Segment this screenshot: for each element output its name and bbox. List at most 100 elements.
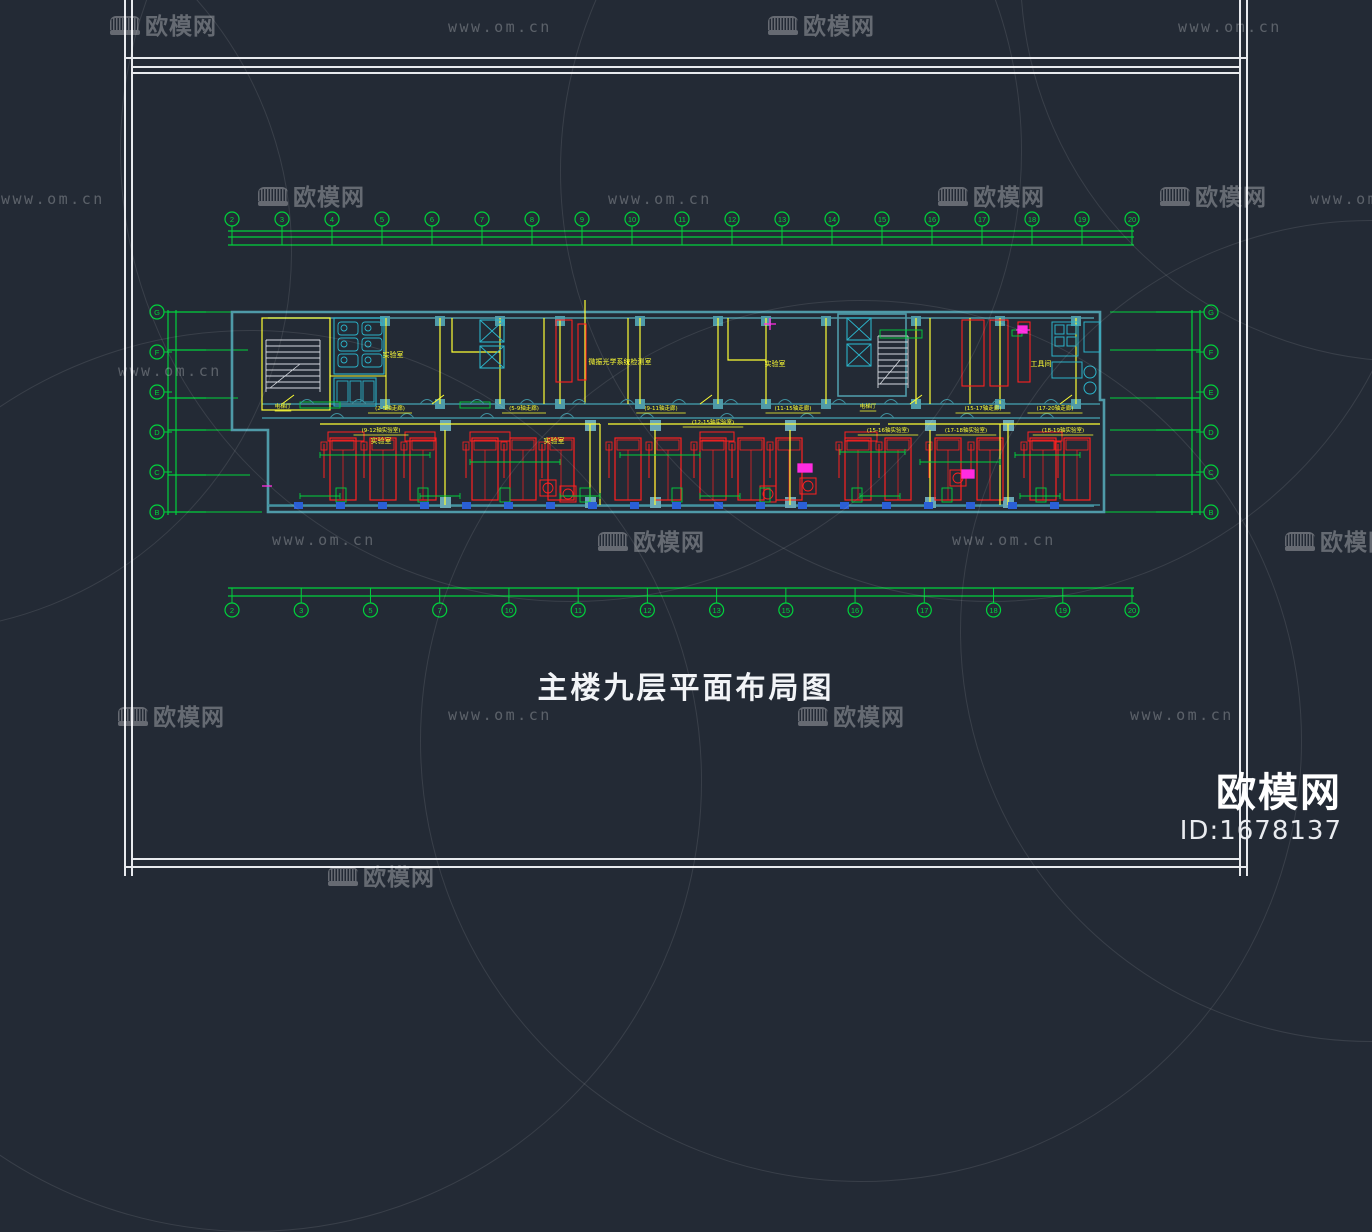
room-label: 实验室	[544, 436, 565, 445]
grid-bubble-label: 5	[368, 606, 372, 615]
grid-bubble-label: 2	[230, 606, 234, 615]
room-label: 实验室	[371, 436, 392, 445]
door-swing	[519, 399, 535, 405]
grid-bubble-label: 8	[530, 215, 534, 224]
floor-marker	[546, 502, 555, 509]
door-swing	[799, 413, 815, 419]
left-dimension-grid	[167, 310, 206, 515]
brand-name: 欧模网	[1216, 770, 1342, 816]
room-label: 实验室	[765, 359, 786, 368]
floor-marker	[378, 502, 387, 509]
grid-bubble-label: 16	[928, 215, 936, 224]
floor-marker	[588, 502, 597, 509]
grid-bubble-label: 17	[920, 606, 928, 615]
drawing-border-outer	[124, 0, 1248, 876]
door-swing	[671, 399, 687, 405]
left-toilet-fixtures	[329, 317, 387, 410]
grid-bubble-label: 18	[989, 606, 997, 615]
floor-marker	[630, 502, 639, 509]
door-swing	[399, 413, 415, 419]
drawing-border-bottom	[131, 858, 1241, 860]
grid-bubble-label: 12	[643, 606, 651, 615]
floor-marker	[714, 502, 723, 509]
grid-bubble-label: B	[154, 508, 159, 517]
dimension-tag: (5-9轴走廊)	[509, 404, 539, 412]
drawing-border-top	[124, 57, 1248, 59]
dimension-tag: (17-18轴实验室)	[945, 426, 987, 434]
dimension-tag: (9-12轴实验室)	[362, 426, 401, 434]
door-swing	[479, 413, 495, 419]
grid-bubble-label: F	[155, 348, 160, 357]
top-dimension-grid	[228, 230, 1134, 246]
grid-bubble-label: 11	[678, 215, 686, 224]
door-swing-arcs	[281, 394, 1073, 419]
door-swing	[879, 413, 895, 419]
grid-bubble-label: 2	[230, 215, 234, 224]
left-stair-core	[261, 317, 331, 411]
grid-bubble-label: G	[1208, 308, 1214, 317]
grid-bubble-label: 7	[480, 215, 484, 224]
door-swing	[959, 413, 975, 419]
grid-bubble-label: 6	[430, 215, 434, 224]
lab-bench-group	[320, 319, 1091, 503]
room-label: 实验室	[383, 350, 404, 359]
dimension-tag: 电梯厅	[275, 402, 292, 410]
room-labels: 实验室微振光学系统检测室实验室工具间实验室实验室	[371, 350, 1052, 445]
grid-bubble-label: 17	[978, 215, 986, 224]
door-swing	[351, 399, 367, 405]
door-swing	[777, 399, 793, 405]
grid-bubble-label: 16	[851, 606, 859, 615]
elevator-shafts	[479, 313, 907, 397]
door-swing	[991, 399, 1007, 405]
magenta-accents	[262, 318, 1030, 487]
door-swing	[723, 399, 739, 405]
dimension-tag: 电梯厅	[860, 402, 877, 410]
right-stair-core	[877, 335, 909, 388]
dimension-tag: (11-15轴走廊)	[775, 404, 812, 412]
grid-bubble-label: 14	[828, 215, 836, 224]
floor-marker	[840, 502, 849, 509]
bottom-dimension-grid	[228, 587, 1134, 597]
floor-marker	[882, 502, 891, 509]
grid-bubble-label: D	[1208, 428, 1214, 437]
floor-marker	[1008, 502, 1017, 509]
dimension-tag: (2-5轴走廊)	[375, 404, 405, 412]
floor-marker	[294, 502, 303, 509]
grid-bubble-label: 10	[505, 606, 513, 615]
door-swing	[299, 399, 315, 405]
floor-marker	[1050, 502, 1059, 509]
grid-bubble-label: 20	[1128, 606, 1136, 615]
grid-bubble-label: 3	[299, 606, 303, 615]
dimension-tag: (18-19轴实验室)	[1042, 426, 1084, 434]
dimension-tag: (15-17轴走廊)	[965, 404, 1002, 412]
grid-bubble-label: E	[1208, 388, 1213, 397]
floor-marker	[336, 502, 345, 509]
grid-bubble-label: 5	[380, 215, 384, 224]
grid-bubble-label: D	[154, 428, 160, 437]
door-swing	[939, 399, 955, 405]
right-toilet-fixtures	[1051, 321, 1101, 395]
room-label: 工具间	[1031, 360, 1052, 368]
floor-marker	[966, 502, 975, 509]
grid-bubble-label: E	[154, 388, 159, 397]
floor-marker	[756, 502, 765, 509]
door-swing	[571, 399, 587, 405]
grid-bubble-label: 7	[438, 606, 442, 615]
brand-corner: 欧模网 ID:1678137	[1180, 770, 1342, 846]
drawing-border-top	[131, 66, 1241, 68]
grid-bubble-label: C	[1208, 468, 1214, 477]
right-dimension-grid	[1156, 310, 1201, 515]
door-swing	[1043, 399, 1059, 405]
floor-marker	[420, 502, 429, 509]
floor-markers	[294, 502, 1059, 509]
upper-partitions	[439, 300, 1077, 404]
brand-id: ID:1678137	[1179, 816, 1342, 846]
grid-bubble-label: 13	[778, 215, 786, 224]
door-swing	[639, 413, 655, 419]
grid-bubble-label: 10	[628, 215, 636, 224]
lower-partitions	[320, 423, 1100, 505]
grid-bubble-label: 19	[1059, 606, 1067, 615]
